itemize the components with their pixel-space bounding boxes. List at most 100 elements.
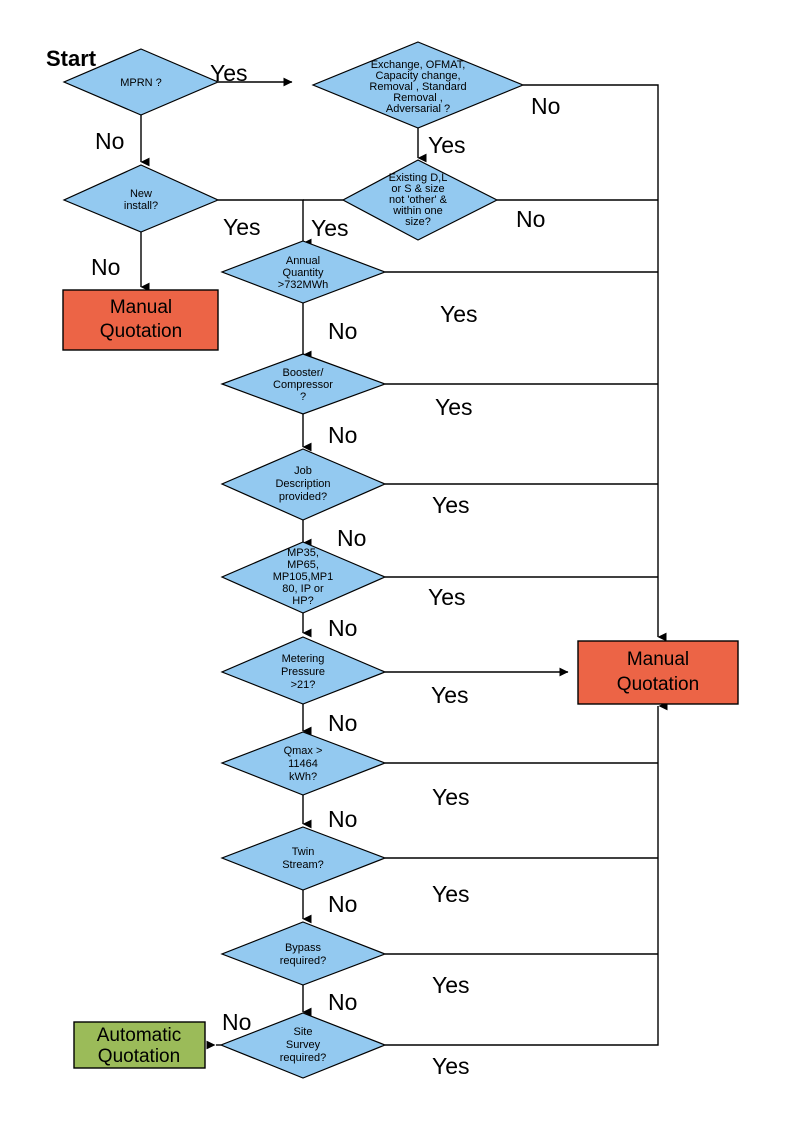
edge-label-layer: Start Yes No No Yes Yes No Yes No Yes No… bbox=[46, 46, 560, 1079]
edge-exchange-no bbox=[523, 84, 667, 642]
qmax-label-line-2: kWh? bbox=[289, 771, 317, 783]
node-site-survey[interactable]: Site Survey required? bbox=[219, 1012, 387, 1079]
twin-stream-label-line-1: Stream? bbox=[282, 859, 324, 871]
label-metering-no: No bbox=[328, 710, 357, 736]
mp-rating-label-line-3: 80, IP or bbox=[282, 583, 324, 595]
label-survey-yes: Yes bbox=[432, 1053, 470, 1079]
node-qmax[interactable]: Qmax > 11464 kWh? bbox=[220, 731, 387, 796]
manual-quotation-left-box[interactable] bbox=[62, 289, 219, 351]
mprn-label-line-0: MPRN ? bbox=[120, 77, 162, 89]
label-mprn-no: No bbox=[95, 128, 124, 154]
label-bypass-no: No bbox=[328, 989, 357, 1015]
bypass-label-line-1: required? bbox=[280, 955, 326, 967]
site-survey-label-line-0: Site bbox=[294, 1026, 313, 1038]
manual-quotation-right-line-1: Quotation bbox=[617, 674, 699, 695]
label-bypass-yes: Yes bbox=[432, 972, 470, 998]
annual-quantity-label-line-2: >732MWh bbox=[278, 279, 328, 291]
site-survey-diamond[interactable] bbox=[219, 1012, 387, 1079]
existing-dls-label-line-3: within one bbox=[392, 205, 443, 217]
manual-quotation-right-box[interactable] bbox=[577, 640, 739, 705]
label-twin-yes: Yes bbox=[432, 881, 470, 907]
node-new-install[interactable]: New install? bbox=[62, 164, 220, 233]
node-mprn[interactable]: MPRN ? bbox=[62, 48, 220, 116]
booster-label-line-2: ? bbox=[300, 391, 306, 403]
exchange-label-line-1: Capacity change, bbox=[376, 70, 461, 82]
booster-label-line-1: Compressor bbox=[273, 379, 333, 391]
node-manual-quotation-right[interactable]: Manual Quotation bbox=[577, 640, 739, 705]
qmax-label-line-0: Qmax > bbox=[284, 745, 323, 757]
label-mprating-yes: Yes bbox=[428, 584, 466, 610]
label-qmax-yes: Yes bbox=[432, 784, 470, 810]
qmax-diamond[interactable] bbox=[220, 731, 387, 796]
metering-pressure-diamond[interactable] bbox=[220, 636, 387, 705]
metering-pressure-label-line-0: Metering bbox=[282, 653, 325, 665]
manual-quotation-right-line-0: Manual bbox=[627, 649, 689, 670]
label-exchange-yes: Yes bbox=[428, 132, 466, 158]
existing-dls-label-line-1: or S & size bbox=[391, 183, 444, 195]
node-annual-quantity[interactable]: Annual Quantity >732MWh bbox=[220, 240, 387, 304]
new-install-label-line-1: install? bbox=[124, 200, 158, 212]
annual-quantity-diamond[interactable] bbox=[220, 240, 387, 304]
job-description-label-line-0: Job bbox=[294, 465, 312, 477]
manual-quotation-left-line-0: Manual bbox=[110, 297, 172, 318]
site-survey-label-line-2: required? bbox=[280, 1052, 326, 1064]
node-existing-dls[interactable]: Existing D,L or S & size not 'other' & w… bbox=[341, 159, 499, 241]
existing-dls-label-line-2: not 'other' & bbox=[389, 194, 448, 206]
label-qmax-no: No bbox=[328, 806, 357, 832]
new-install-diamond[interactable] bbox=[62, 164, 220, 233]
mp-rating-label-line-1: MP65, bbox=[287, 559, 319, 571]
start-label: Start bbox=[46, 46, 97, 71]
manual-quotation-left-line-1: Quotation bbox=[100, 321, 182, 342]
node-mp-rating[interactable]: MP35, MP65, MP105,MP1 80, IP or HP? bbox=[220, 541, 387, 614]
existing-dls-diamond[interactable] bbox=[341, 159, 499, 241]
label-existing-no: No bbox=[516, 206, 545, 232]
twin-stream-label-line-0: Twin bbox=[292, 846, 315, 858]
label-mprn-yes: Yes bbox=[210, 60, 248, 86]
label-new-install-yes: Yes bbox=[223, 214, 261, 240]
node-bypass[interactable]: Bypass required? bbox=[220, 921, 387, 986]
existing-dls-label-line-0: Existing D,L bbox=[389, 172, 448, 184]
mprn-diamond[interactable] bbox=[62, 48, 220, 116]
label-booster-no: No bbox=[328, 422, 357, 448]
exchange-label-line-4: Adversarial ? bbox=[386, 103, 450, 115]
mp-rating-diamond[interactable] bbox=[220, 541, 387, 614]
job-description-diamond[interactable] bbox=[220, 448, 387, 521]
booster-label-line-0: Booster/ bbox=[283, 367, 325, 379]
bypass-diamond[interactable] bbox=[220, 921, 387, 986]
node-booster[interactable]: Booster/ Compressor ? bbox=[220, 353, 387, 415]
metering-pressure-label-line-2: >21? bbox=[291, 679, 316, 691]
site-survey-label-line-1: Survey bbox=[286, 1039, 321, 1051]
node-metering-pressure[interactable]: Metering Pressure >21? bbox=[220, 636, 387, 705]
node-manual-quotation-left[interactable]: Manual Quotation bbox=[62, 289, 219, 351]
label-jobdesc-no: No bbox=[337, 525, 366, 551]
mp-rating-label-line-4: HP? bbox=[292, 595, 313, 607]
qmax-label-line-1: 11464 bbox=[288, 758, 318, 770]
label-new-install-no: No bbox=[91, 254, 120, 280]
label-annual-yes: Yes bbox=[440, 301, 478, 327]
exchange-label-line-3: Removal , bbox=[393, 92, 443, 104]
exchange-label-line-2: Removal , Standard bbox=[369, 81, 466, 93]
booster-diamond[interactable] bbox=[220, 353, 387, 415]
twin-stream-diamond[interactable] bbox=[220, 826, 387, 891]
connector-layer bbox=[140, 77, 668, 1050]
node-automatic-quotation[interactable]: Automatic Quotation bbox=[73, 1021, 206, 1069]
node-twin-stream[interactable]: Twin Stream? bbox=[220, 826, 387, 891]
annual-quantity-label-line-0: Annual bbox=[286, 255, 320, 267]
metering-pressure-label-line-1: Pressure bbox=[281, 666, 325, 678]
mp-rating-label-line-2: MP105,MP1 bbox=[273, 571, 334, 583]
label-annual-no: No bbox=[328, 318, 357, 344]
automatic-quotation-box[interactable] bbox=[73, 1021, 206, 1069]
mp-rating-label-line-0: MP35, bbox=[287, 547, 319, 559]
new-install-label-line-0: New bbox=[130, 188, 152, 200]
automatic-quotation-line-0: Automatic bbox=[97, 1025, 181, 1046]
node-job-description[interactable]: Job Description provided? bbox=[220, 448, 387, 521]
node-exchange[interactable]: Exchange, OFMAT, Capacity change, Remova… bbox=[311, 41, 525, 129]
label-twin-no: No bbox=[328, 891, 357, 917]
exchange-diamond[interactable] bbox=[311, 41, 525, 129]
automatic-quotation-line-1: Quotation bbox=[98, 1046, 180, 1067]
label-metering-yes: Yes bbox=[431, 682, 469, 708]
existing-dls-label-line-4: size? bbox=[405, 216, 431, 228]
annual-quantity-label-line-1: Quantity bbox=[283, 267, 324, 279]
